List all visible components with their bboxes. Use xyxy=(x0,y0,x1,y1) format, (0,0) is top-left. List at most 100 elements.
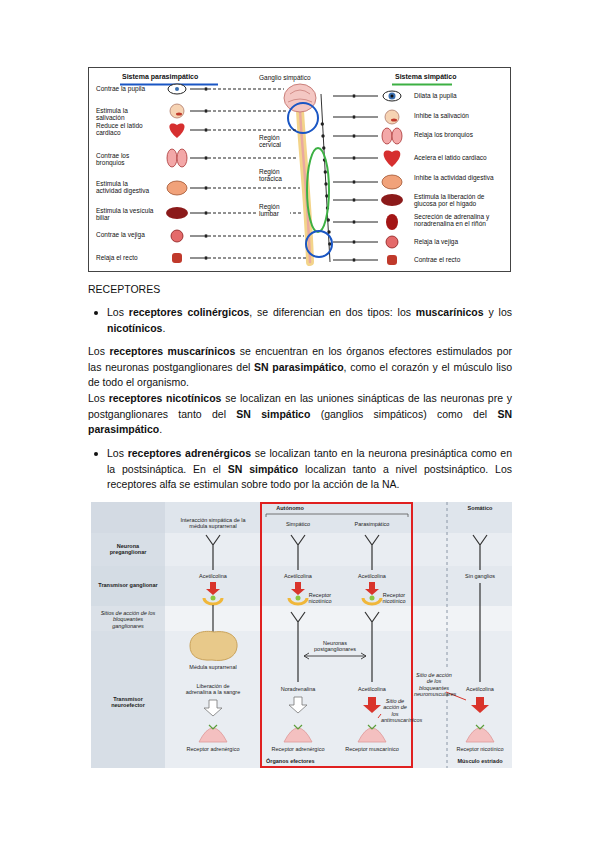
effect-label: Inhibe la salivación xyxy=(414,112,502,119)
nicotinic-receptor xyxy=(211,596,216,601)
site-note: Sitio de acción de los antimuscarínicos xyxy=(381,698,409,723)
liver-icon xyxy=(166,207,188,219)
transmitter-arrow xyxy=(289,697,307,713)
neuron-symbol xyxy=(291,612,379,682)
nicotinic-receptor xyxy=(370,596,375,601)
sympathetic-chain xyxy=(322,146,325,149)
effect-label: Relaja el recto xyxy=(96,254,154,261)
transmitter-arrow xyxy=(365,582,379,595)
system-heading: Sistema simpático xyxy=(395,73,456,81)
region-circle xyxy=(306,231,332,257)
effect-label: Contrae el recto xyxy=(414,256,502,263)
effect-label: Contrae los bronquios xyxy=(96,152,154,167)
transmitter-label: Acetilcolina xyxy=(358,573,386,579)
spinal-cord xyxy=(288,90,312,102)
transmitter-label: Sin ganglios xyxy=(465,573,495,579)
neuron-label: Neuronas postganglionares xyxy=(310,640,360,653)
eye-icon xyxy=(168,84,186,94)
column-heading: Autónomo xyxy=(276,505,304,511)
region-label: Región cervical xyxy=(258,134,290,149)
highlight-frame xyxy=(261,503,412,767)
effect-label: Estimula la salivación xyxy=(96,107,154,122)
transmitter-label: Noradrenalina xyxy=(281,686,316,692)
rectum-icon xyxy=(387,255,397,265)
sympathetic-chain xyxy=(327,218,330,221)
effect-label: Relaja la vejiga xyxy=(414,238,502,245)
system-heading: Sistema parasimpático xyxy=(122,73,198,81)
row-header-column xyxy=(91,502,165,768)
ganglion-dot xyxy=(352,220,356,224)
ganglion-dot xyxy=(352,156,356,160)
receptor-dome xyxy=(199,725,494,742)
hormone-arrow xyxy=(204,700,222,716)
bullet-dot xyxy=(94,452,98,456)
neuron-symbol xyxy=(473,535,487,682)
sympathetic-chain xyxy=(324,182,327,185)
bladder-icon xyxy=(386,236,398,248)
header-bracket xyxy=(266,514,408,517)
ganglion-dot xyxy=(204,109,208,113)
column-heading: Simpático xyxy=(286,521,310,527)
receptor-label: Receptor adrenérgico xyxy=(272,746,325,752)
transmitter-label: Acetilcolina xyxy=(199,573,227,579)
column-heading: Parasimpático xyxy=(355,521,390,527)
transmitter-arrow xyxy=(206,582,379,595)
ganglion-dot xyxy=(352,240,356,244)
leader-line xyxy=(378,714,381,718)
neuron-symbol xyxy=(291,535,305,570)
bullet-dot xyxy=(94,311,98,315)
eye-icon xyxy=(175,87,179,91)
spinal-cord xyxy=(284,84,316,112)
effect-label: Secreción de adrenalina y noradrenalina … xyxy=(414,213,502,228)
ganglion-dot xyxy=(204,211,208,215)
ganglion-dot xyxy=(352,115,356,119)
body-paragraph: Los receptores muscarínicos se encuentra… xyxy=(88,344,512,391)
nerve-wire xyxy=(190,89,378,260)
heart-icon xyxy=(169,123,184,138)
effector-heading: Músculo estriado xyxy=(457,758,502,764)
kidney-icon xyxy=(386,214,398,230)
row-header: Sitios de acción de los bloqueantes gang… xyxy=(98,610,158,629)
receptor-dome xyxy=(358,728,386,742)
column-heading: Somático xyxy=(468,505,493,511)
sympathetic-chain xyxy=(321,134,324,137)
eye-icon xyxy=(391,95,394,98)
row-header: Transmisor ganglionar xyxy=(98,582,158,588)
rectum-icon xyxy=(172,253,182,263)
nerve-wire xyxy=(333,96,378,260)
transmitter-label: Acetilcolina xyxy=(284,573,312,579)
figure-frame xyxy=(89,68,511,272)
ganglion-dot xyxy=(204,234,208,238)
ganglion-dot xyxy=(352,180,356,184)
ganglion-dot xyxy=(204,87,356,262)
ganglion-dot xyxy=(204,186,208,190)
column-separator xyxy=(447,502,448,768)
eye-icon xyxy=(383,91,401,101)
nerve-wire xyxy=(190,89,204,258)
stomach-icon xyxy=(382,175,402,189)
neuron-symbol xyxy=(365,612,379,682)
effect-label: Reduce el latido cardiaco xyxy=(96,122,154,137)
lung-icon xyxy=(382,128,402,144)
ganglion-dot xyxy=(352,198,356,202)
ganglion-dot xyxy=(204,156,208,160)
face-icon xyxy=(170,104,184,118)
transmitter-arrow xyxy=(291,582,305,595)
section-heading: RECEPTORES xyxy=(88,283,160,295)
face-icon xyxy=(391,119,397,122)
neuron-symbol xyxy=(212,605,213,633)
site-note: Sitio de acción de los bloqueantes neuro… xyxy=(414,672,454,697)
nicotinic-receptor xyxy=(204,598,222,604)
row-header: Transmisor neuroefector xyxy=(98,696,158,709)
nicotinic-receptor xyxy=(204,596,381,605)
heading-underline xyxy=(392,84,452,86)
lung-icon xyxy=(167,149,177,167)
body-paragraph: Los receptores colinérgicos, se diferenc… xyxy=(107,305,512,336)
region-circle xyxy=(307,148,329,232)
ganglion-label: Ganglio simpático xyxy=(258,74,312,81)
ganglion-dot xyxy=(352,258,356,262)
face-icon xyxy=(176,113,182,116)
liver-icon xyxy=(381,194,403,206)
